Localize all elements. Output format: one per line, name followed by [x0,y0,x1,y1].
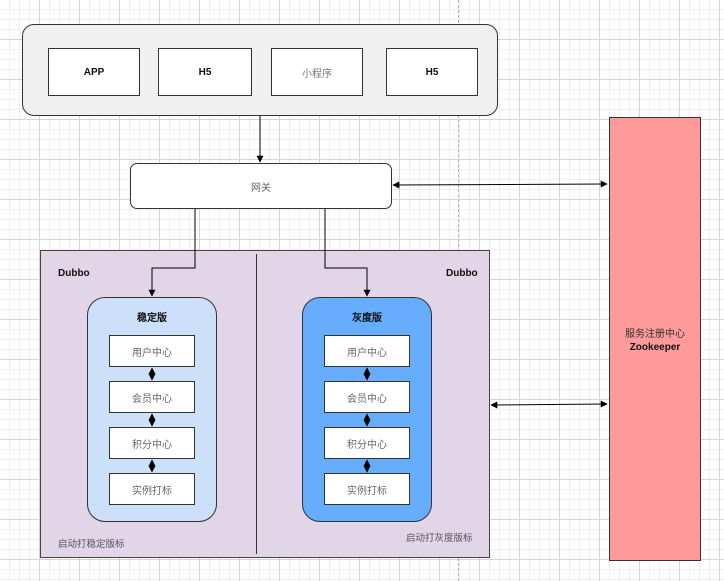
dubbo-registry-arrow [490,400,608,409]
gray-start-label: 启动打灰度版标 [406,533,473,544]
stable-points-center[interactable]: 积分中心 [109,427,195,459]
registry-zookeeper: Zookeeper [629,342,681,353]
service-registry[interactable]: 服务注册中心 Zookeeper [609,117,701,561]
gray-instance-tagging[interactable]: 实例打标 [324,473,410,505]
stable-instance-tagging[interactable]: 实例打标 [109,473,195,505]
stable-version-title: 稳定版 [137,313,167,324]
client-mini-program[interactable]: 小程序 [271,48,363,96]
dubbo-divider [256,254,257,554]
client-h5-second[interactable]: H5 [386,48,478,96]
gray-user-center[interactable]: 用户中心 [324,335,410,367]
dubbo-label-left: Dubbo [58,268,90,279]
gateway-to-gray-arrow [324,209,371,297]
dubbo-label-right: Dubbo [446,268,478,279]
client-h5[interactable]: H5 [158,48,252,96]
gray-version-title: 灰度版 [352,313,382,324]
gateway-to-stable-arrow [148,209,196,297]
client-app[interactable]: APP [48,48,140,96]
registry-title: 服务注册中心 [625,329,685,340]
stable-member-center[interactable]: 会员中心 [109,381,195,413]
stable-user-center[interactable]: 用户中心 [109,335,195,367]
gateway-node[interactable]: 网关 [130,163,392,209]
gateway-registry-arrow [392,180,608,189]
stable-start-label: 启动打稳定版标 [58,539,125,550]
gray-member-center[interactable]: 会员中心 [324,381,410,413]
gray-points-center[interactable]: 积分中心 [324,427,410,459]
